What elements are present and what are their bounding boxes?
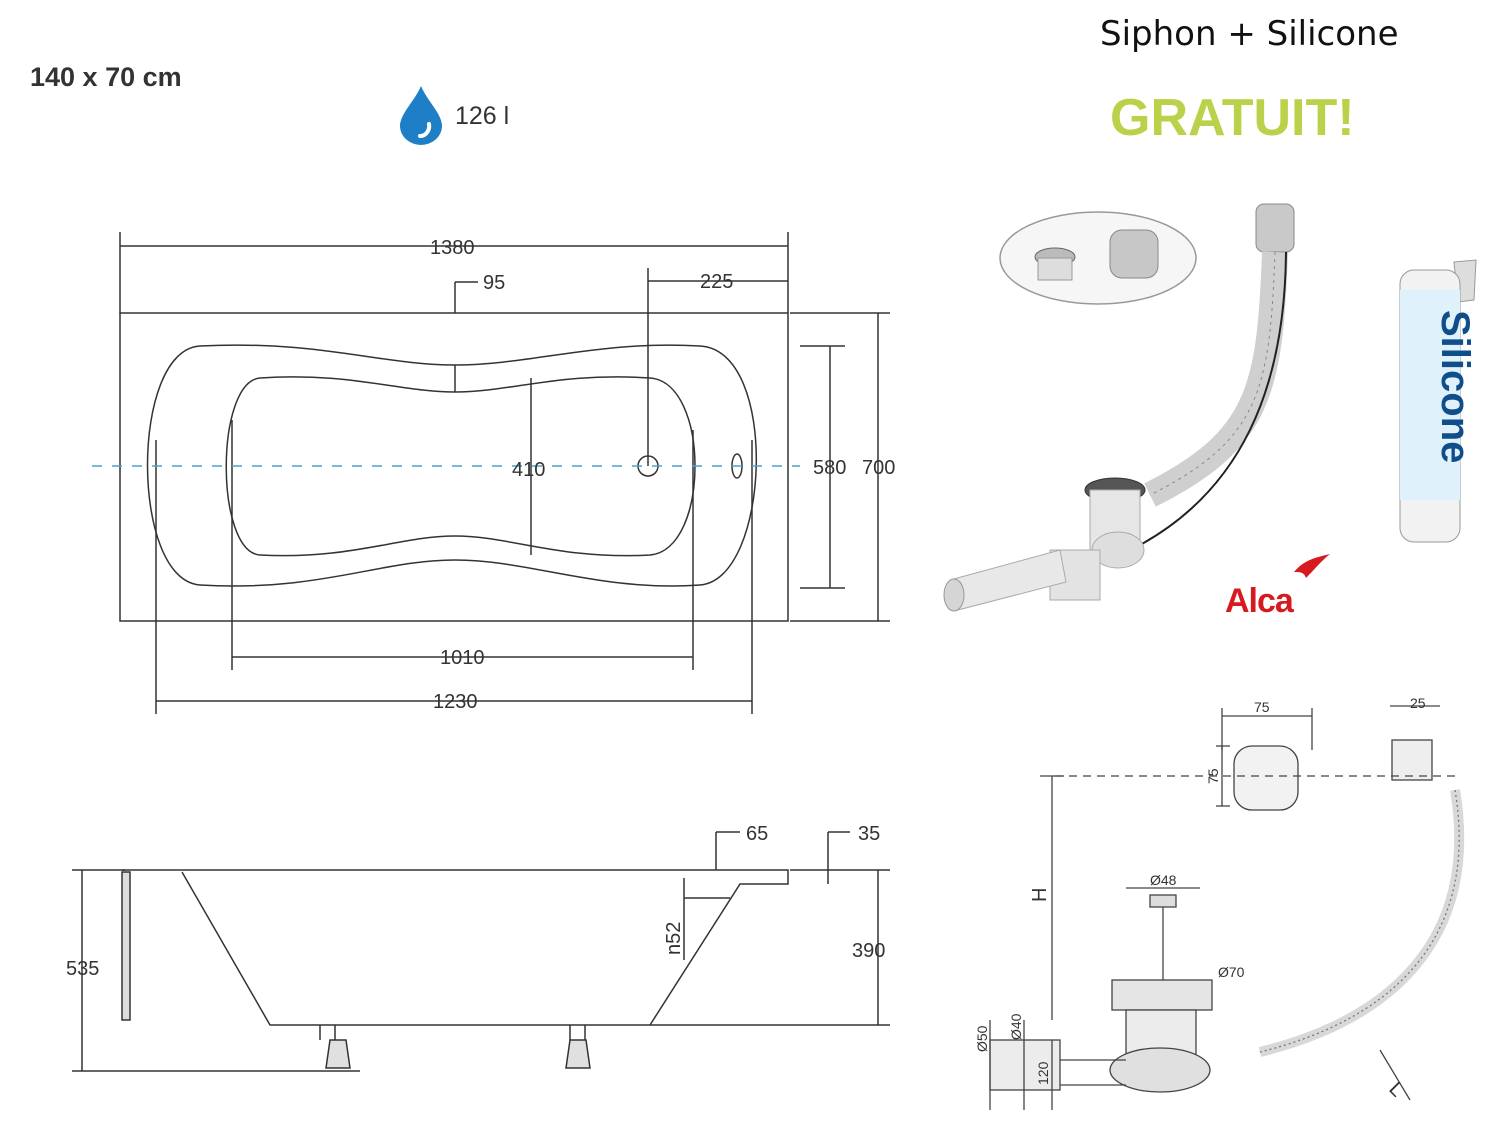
silicone-label: Silicone [1433,310,1477,463]
tub-outline [119,312,789,622]
bird-logo-icon [1294,554,1330,578]
tub-rim [146,344,757,587]
dim-offset-a: 95 [483,272,505,294]
dim-knob-width: 75 [1254,699,1270,715]
dim-height-total: 535 [66,958,99,980]
dim-d50: Ø50 [974,1025,990,1052]
dim-height-h: H [1029,888,1051,902]
dim-d40: Ø40 [1008,1013,1024,1040]
dim-overflow: n52 [663,922,685,955]
dim-overflow-depth: 25 [1410,695,1426,711]
dim-d70: Ø70 [1218,964,1245,980]
dim-rim-width: 580 [813,457,846,479]
dim-rim: 65 [746,823,768,845]
dim-inner-width: 410 [512,459,545,481]
dim-depth: 390 [852,940,885,962]
siphon-product-image [943,203,1295,612]
detail-inset [999,211,1197,305]
side-view-drawing [72,831,890,1072]
promo-free-label: GRATUIT! [1110,89,1355,147]
silicone-tube-image: Silicone [1399,259,1477,543]
dim-offset-b: 225 [700,271,733,293]
dim-inner-length: 1230 [433,691,478,713]
water-drop-icon [400,86,442,145]
dim-trap-height: 120 [1035,1061,1051,1085]
tub-size-label: 140 x 70 cm [30,62,182,92]
top-view-drawing: 1380 95 225 410 580 700 1010 1230 65 35 … [66,232,895,1072]
dim-length-total: 1380 [430,237,475,259]
dim-d48: Ø48 [1150,872,1177,888]
alca-logo: Alca [1225,582,1294,620]
dim-total-width: 700 [862,457,895,479]
siphon-tech-drawing: 75 75 25 H Ø48 Ø70 Ø50 Ø40 120 L [974,695,1465,1110]
dim-knob-height: 75 [1205,768,1221,784]
dim-rim-thickness: 35 [858,823,880,845]
volume-label: 126 l [455,102,510,130]
dim-bottom-length: 1010 [440,647,485,669]
promo-title: Siphon + Silicone [1100,14,1399,54]
